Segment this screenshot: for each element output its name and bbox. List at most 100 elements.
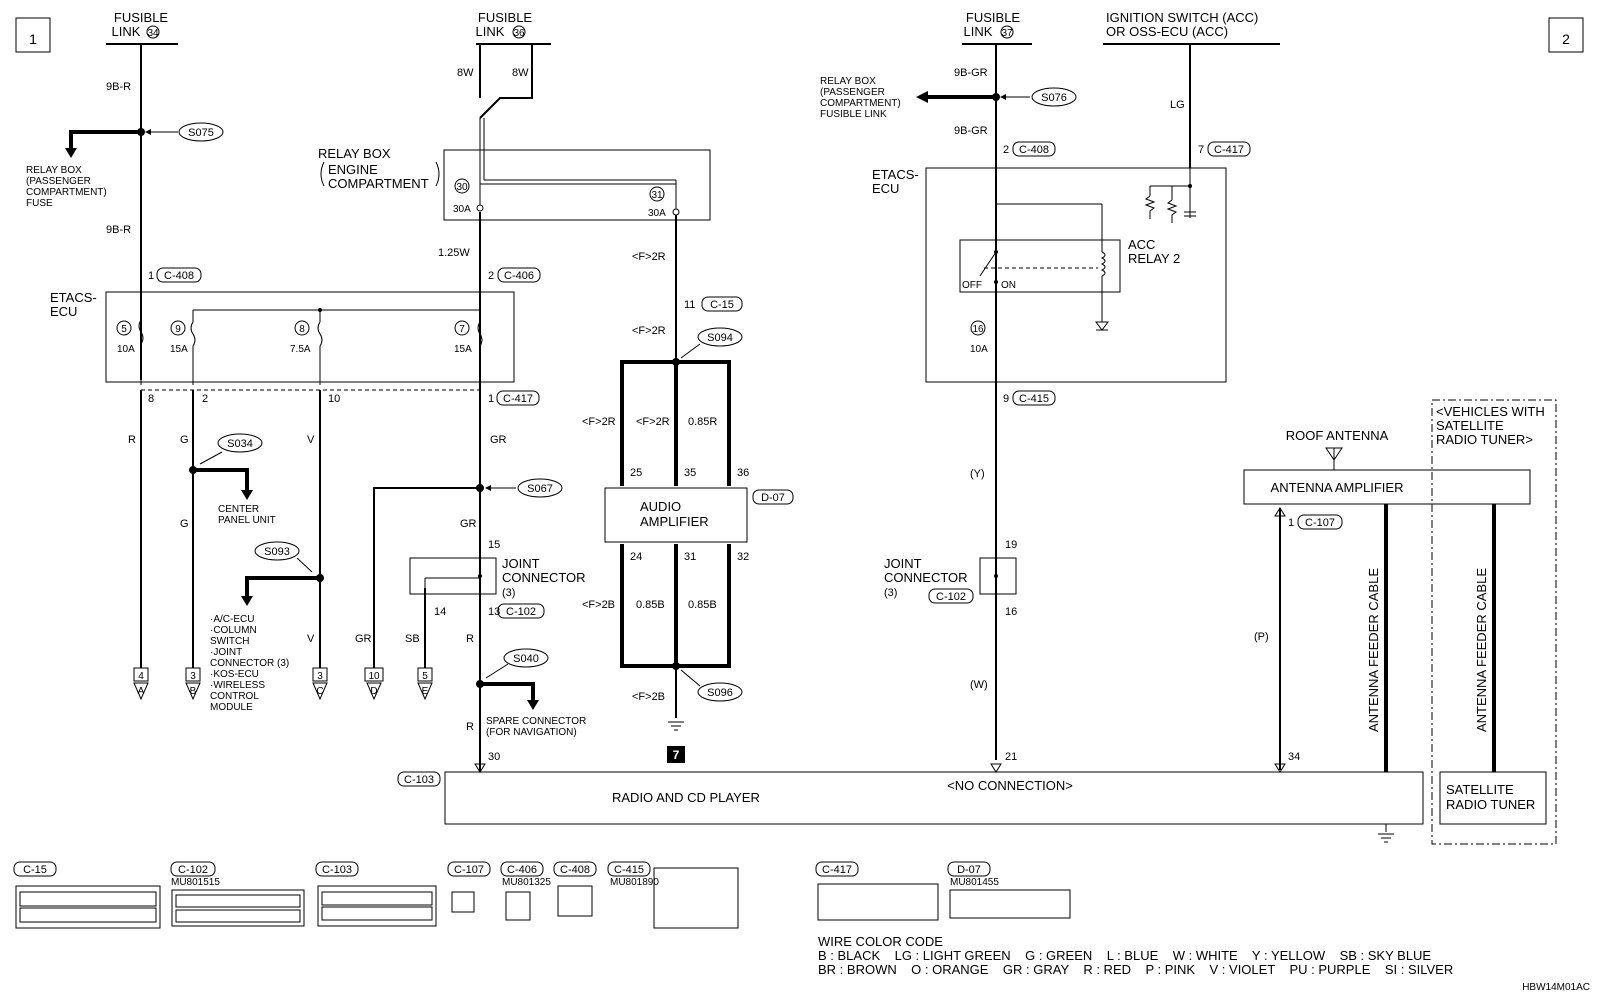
- svg-text:SATELLITE: SATELLITE: [1436, 418, 1504, 433]
- svg-text:10A: 10A: [970, 344, 988, 355]
- svg-text:15: 15: [488, 539, 500, 551]
- svg-text:ANTENNA FEEDER CABLE: ANTENNA FEEDER CABLE: [1474, 568, 1489, 732]
- svg-text:1: 1: [29, 31, 37, 47]
- svg-text:<VEHICLES WITH: <VEHICLES WITH: [1436, 404, 1545, 419]
- svg-text:CONNECTOR (3): CONNECTOR (3): [210, 658, 289, 669]
- fusible-link-34: FUSIBLE LINK 34: [106, 10, 178, 45]
- terminal-a: 4 A: [133, 667, 149, 701]
- svg-text:G: G: [180, 434, 189, 446]
- svg-text:GR: GR: [355, 633, 372, 645]
- svg-text:36: 36: [737, 467, 749, 479]
- svg-text:8W: 8W: [512, 67, 529, 79]
- svg-text:9B-GR: 9B-GR: [954, 125, 988, 137]
- ground-ref-badge: 7: [667, 746, 685, 763]
- ground-icon: [668, 721, 684, 731]
- svg-text:COMPARTMENT): COMPARTMENT): [26, 187, 107, 198]
- svg-text:16: 16: [972, 324, 984, 335]
- svg-text:MODULE: MODULE: [210, 702, 253, 713]
- etacs-ecu-right: ETACS- ECU: [872, 167, 1227, 383]
- svg-text:0.85R: 0.85R: [688, 416, 717, 428]
- etacs-ecu-left: ETACS- ECU: [50, 290, 515, 383]
- svg-text:·COLUMN: ·COLUMN: [210, 625, 257, 636]
- satellite-radio-tuner: SATELLITE RADIO TUNER: [1439, 771, 1547, 825]
- svg-text:C-417: C-417: [1214, 144, 1244, 156]
- svg-text:COMPARTMENT: COMPARTMENT: [328, 176, 429, 191]
- svg-text:34: 34: [147, 28, 159, 39]
- svg-text:C: C: [316, 686, 323, 697]
- svg-text:(P): (P): [1254, 631, 1269, 643]
- svg-text:ON: ON: [1001, 280, 1016, 291]
- svg-text:V: V: [307, 633, 315, 645]
- svg-text:7: 7: [1198, 144, 1204, 156]
- splice-s093: S093: [254, 541, 313, 573]
- connector-view-c15: C-15: [13, 861, 161, 929]
- satellite-group: <VEHICLES WITH SATELLITE RADIO TUNER>: [1431, 399, 1557, 845]
- roof-antenna: ROOF ANTENNA: [1286, 428, 1389, 470]
- svg-text:(FOR NAVIGATION): (FOR NAVIGATION): [486, 727, 577, 738]
- svg-text:LINK: LINK: [964, 24, 993, 39]
- svg-text:V: V: [307, 434, 315, 446]
- fuse-5: 5 10A: [116, 319, 144, 355]
- svg-text:<F>2R: <F>2R: [632, 251, 666, 263]
- svg-text:D: D: [370, 686, 377, 697]
- svg-text:AUDIO: AUDIO: [640, 499, 681, 514]
- svg-text:7.5A: 7.5A: [290, 344, 311, 355]
- svg-text:21: 21: [1005, 751, 1017, 763]
- svg-text:MU801455: MU801455: [950, 877, 999, 888]
- splice-s094: S094: [680, 327, 743, 359]
- svg-text:C-103: C-103: [404, 774, 434, 786]
- svg-text:31: 31: [684, 551, 696, 563]
- svg-text:0.85B: 0.85B: [636, 599, 665, 611]
- svg-text:ECU: ECU: [50, 304, 77, 319]
- terminal-e: 5 E: [417, 667, 433, 701]
- svg-text:1: 1: [148, 270, 154, 282]
- svg-text:FUSIBLE: FUSIBLE: [114, 10, 169, 25]
- svg-text:AMPLIFIER: AMPLIFIER: [640, 514, 709, 529]
- svg-text:S096: S096: [707, 687, 733, 699]
- svg-text:R: R: [128, 434, 136, 446]
- svg-text:RADIO TUNER>: RADIO TUNER>: [1436, 432, 1533, 447]
- svg-text:RELAY 2: RELAY 2: [1128, 251, 1180, 266]
- svg-text:C-102: C-102: [506, 606, 536, 618]
- radio-cd-player: C-103 RADIO AND CD PLAYER <NO CONNECTION…: [397, 771, 1424, 825]
- svg-text:7: 7: [673, 748, 680, 762]
- svg-text:JOINT: JOINT: [884, 556, 922, 571]
- svg-text:ECU: ECU: [872, 181, 899, 196]
- svg-text:IGNITION SWITCH (ACC): IGNITION SWITCH (ACC): [1106, 10, 1258, 25]
- svg-text:1: 1: [1288, 517, 1294, 529]
- svg-text:·KOS-ECU: ·KOS-ECU: [210, 669, 259, 680]
- fuse-30: 30 30A: [453, 178, 484, 215]
- page-marker-left: 1: [15, 17, 51, 53]
- svg-text:ETACS-: ETACS-: [872, 167, 919, 182]
- svg-text:GR: GR: [490, 434, 507, 446]
- svg-text:S034: S034: [227, 438, 253, 450]
- splice-s067: S067: [485, 478, 563, 498]
- connector-view-c415: C-415 MU801890: [607, 861, 739, 929]
- connector-view-c417: C-417: [815, 861, 939, 921]
- page-marker-right: 2: [1548, 17, 1584, 53]
- joint-connector-right: JOINT CONNECTOR (3) C-102: [884, 556, 1017, 604]
- svg-text:S094: S094: [707, 332, 733, 344]
- svg-text:C-415: C-415: [614, 864, 644, 876]
- svg-text:32: 32: [737, 551, 749, 563]
- svg-text:S076: S076: [1041, 92, 1067, 104]
- svg-text:<F>2R: <F>2R: [636, 416, 670, 428]
- svg-text:24: 24: [630, 551, 642, 563]
- svg-text:SPARE CONNECTOR: SPARE CONNECTOR: [486, 716, 586, 727]
- svg-text:JOINT: JOINT: [502, 556, 540, 571]
- svg-text:31: 31: [651, 190, 663, 201]
- s093-target-list: ·A/C-ECU ·COLUMN SWITCH ·JOINT CONNECTOR…: [210, 614, 289, 713]
- terminal-d: 10 D: [364, 667, 384, 701]
- svg-text:9: 9: [175, 324, 181, 335]
- svg-text:5: 5: [121, 324, 127, 335]
- figure-code: HBW14M01AC: [1522, 982, 1590, 993]
- svg-text:(3): (3): [502, 587, 515, 599]
- svg-text:C-102: C-102: [178, 864, 208, 876]
- svg-text:1.25W: 1.25W: [438, 247, 470, 259]
- fusible-link-36: FUSIBLE LINK 36: [476, 10, 551, 45]
- svg-text:0.85B: 0.85B: [688, 599, 717, 611]
- fuse-8: 8 7.5A: [290, 320, 323, 355]
- svg-text:RELAY BOX: RELAY BOX: [26, 165, 82, 176]
- fuse-16: 16 10A: [970, 320, 988, 355]
- svg-text:CONNECTOR: CONNECTOR: [884, 570, 968, 585]
